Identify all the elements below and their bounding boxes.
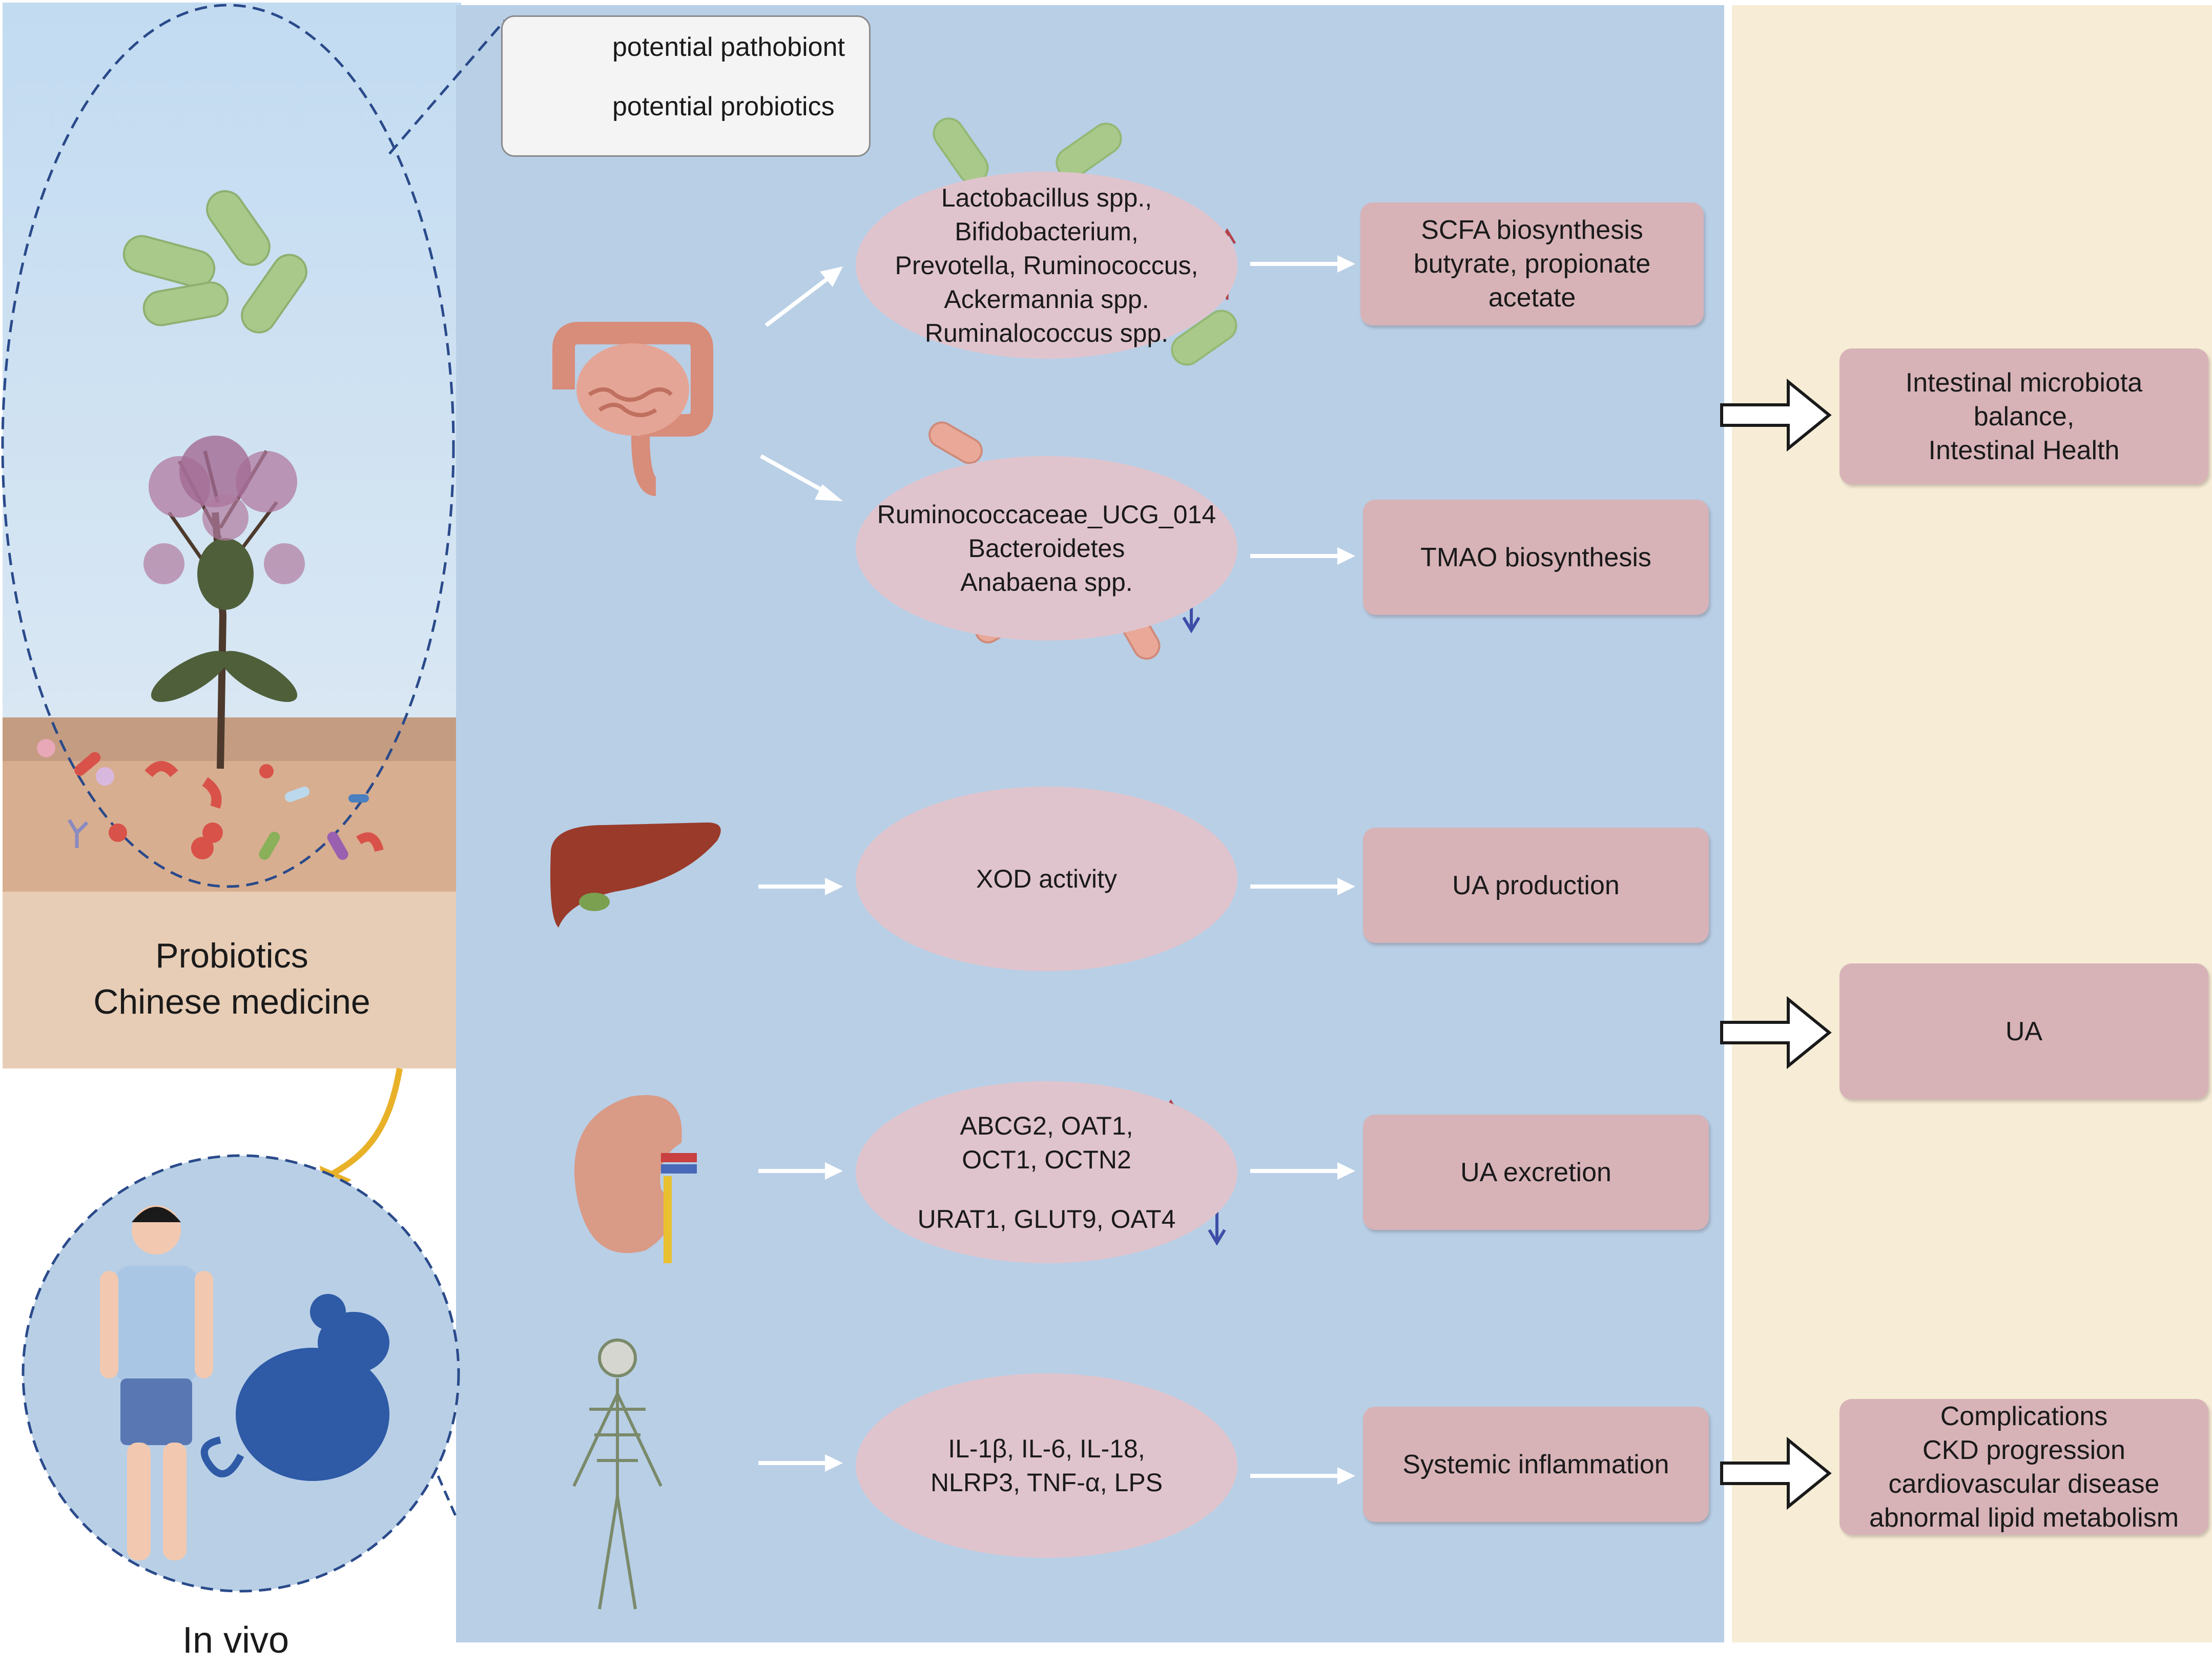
legend-probiotics-label: potential probiotics <box>612 92 835 121</box>
complications-line: abnormal lipid metabolism <box>1869 1503 2179 1533</box>
systemic-inflammation-label: Systemic inflammation <box>1402 1449 1669 1479</box>
cytokine-ellipse: IL-1β, IL-6, IL-18, NLRP3, TNF-α, LPS <box>856 1373 1237 1558</box>
microbiota-outcome-box: Intestinal microbiota balance, Intestina… <box>1839 348 2208 484</box>
taxa-down-item: Anabaena spp. <box>960 568 1133 596</box>
taxa-up-item: Ackermannia spp. <box>944 284 1149 314</box>
complications-line: CKD progression <box>1922 1435 2125 1465</box>
cytokine-line: IL-1β, IL-6, IL-18, <box>948 1434 1145 1463</box>
kidney-icon <box>574 1095 697 1263</box>
zoom-ellipse <box>1 4 455 888</box>
intervention-label: Probiotics Chinese medicine <box>3 933 461 1025</box>
xod-label: XOD activity <box>976 865 1118 893</box>
outcome-arrows <box>1720 378 1832 1510</box>
legend-pathobiont-label: potential pathobiont <box>612 32 845 62</box>
transporter-ellipse: ABCG2, OAT1, OCT1, OCTN2 URAT1, GLUT9, O… <box>856 1081 1237 1263</box>
microbiota-line: Intestinal microbiota <box>1905 367 2143 398</box>
tmao-box: TMAO biosynthesis <box>1363 500 1709 615</box>
ua-outcome-label: UA <box>2005 1016 2043 1046</box>
taxa-down-item: Ruminococcaceae_UCG_014 <box>877 500 1216 529</box>
ua-excretion-box: UA excretion <box>1363 1115 1709 1230</box>
intestine-icon <box>552 322 713 496</box>
taxa-down-item: Bacteroidetes <box>968 534 1125 563</box>
taxa-up-item: Ruminalococcus spp. <box>924 318 1169 347</box>
in-vivo-label: In vivo <box>182 1620 290 1661</box>
legend <box>501 15 871 157</box>
scfa-box: SCFA biosynthesis butyrate, propionate a… <box>1360 202 1704 325</box>
intervention-line-2: Chinese medicine <box>93 982 370 1021</box>
probiotic-bacteria-cluster <box>122 190 307 334</box>
scfa-line: SCFA biosynthesis <box>1421 215 1643 245</box>
plant-icon <box>143 436 305 769</box>
probiotic-bacteria-top <box>933 117 1237 366</box>
nervous-system-icon <box>572 1339 663 1610</box>
flow-arrows <box>758 255 1355 1485</box>
cytokine-line: NLRP3, TNF-α, LPS <box>930 1468 1163 1497</box>
soil-microbes <box>37 739 384 860</box>
ua-production-box: UA production <box>1363 828 1709 943</box>
ua-production-label: UA production <box>1452 870 1620 900</box>
zoom-line <box>388 19 506 155</box>
soil-top-layer <box>3 717 461 761</box>
ua-excretion-label: UA excretion <box>1460 1157 1611 1187</box>
outcome-panel <box>1732 5 2212 1642</box>
in-vivo-link-arrow <box>332 1067 403 1177</box>
intervention-label-box <box>3 892 461 1068</box>
ua-outcome-box: UA <box>1839 963 2208 1099</box>
transporter-down-line: URAT1, GLUT9, OAT4 <box>917 1204 1176 1233</box>
soil-layer <box>3 761 461 892</box>
taxa-up-item: Prevotella, Ruminococcus, <box>895 251 1198 280</box>
complications-line: cardiovascular disease <box>1888 1469 2160 1499</box>
upregulated-taxa-ellipse: Lactobacillus spp., Bifidobacterium, Pre… <box>856 172 1237 359</box>
systemic-inflammation-box: Systemic inflammation <box>1363 1407 1709 1522</box>
xod-ellipse: XOD activity <box>856 787 1237 971</box>
scfa-line: butyrate, propionate <box>1413 249 1651 279</box>
mouse-icon <box>200 1294 389 1481</box>
in-vivo-circle <box>22 1154 460 1593</box>
transporter-up-line: ABCG2, OAT1, <box>960 1111 1133 1140</box>
complications-line: Complications <box>1940 1401 2108 1431</box>
transporter-up-line: OCT1, OCTN2 <box>962 1145 1131 1174</box>
tmao-label: TMAO biosynthesis <box>1420 542 1651 572</box>
microbiota-line: Intestinal Health <box>1928 435 2120 465</box>
scfa-line: acetate <box>1488 283 1576 313</box>
intervention-line-1: Probiotics <box>155 936 308 975</box>
taxa-up-item: Lactobacillus spp., <box>941 183 1152 212</box>
microbiota-line: balance, <box>1973 401 2075 431</box>
liver-icon <box>550 822 721 928</box>
complications-outcome-box: Complications CKD progression cardiovasc… <box>1839 1399 2208 1535</box>
taxa-up-item: Bifidobacterium, <box>955 217 1139 246</box>
downregulated-taxa-ellipse: Ruminococcaceae_UCG_014 Bacteroidetes An… <box>856 456 1237 641</box>
human-figure-icon <box>100 1205 213 1560</box>
